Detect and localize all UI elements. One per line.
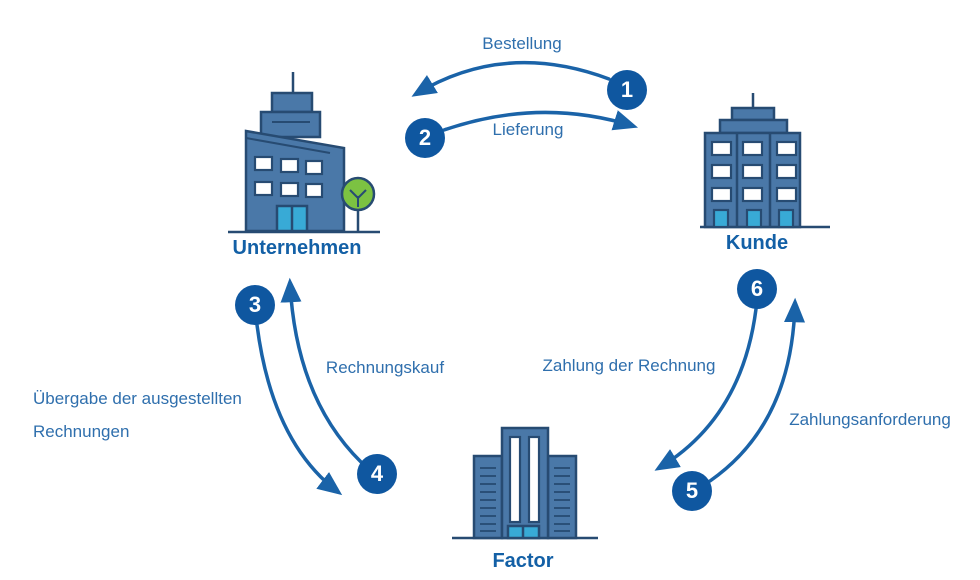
arrow-zahlung-kunde-to-factor xyxy=(654,307,758,471)
step-4-badge: 4 xyxy=(357,454,397,494)
label-rechnungskauf: Rechnungskauf xyxy=(325,358,445,377)
arrow-lieferung-unternehmen-to-kunde xyxy=(442,110,639,132)
factor-building-icon xyxy=(452,426,598,540)
arrow-zahlungsanforderung-factor-to-kunde xyxy=(708,297,806,483)
label-zahlungsanforderung: Zahlungsanforderung xyxy=(789,410,951,429)
arrow-bestellung-kunde-to-unternehmen xyxy=(411,60,611,97)
arrow-rechnungskauf-factor-to-unternehmen xyxy=(280,277,363,464)
label-bestellung: Bestellung xyxy=(482,34,562,53)
step-3-badge: 3 xyxy=(235,285,275,325)
step-6-badge: 6 xyxy=(737,269,777,309)
kunde-doors xyxy=(712,208,795,229)
step-2-badge: 2 xyxy=(405,118,445,158)
tree-icon xyxy=(340,176,376,231)
step-5-badge: 5 xyxy=(672,471,712,511)
label-lieferung: Lieferung xyxy=(492,120,564,139)
kunde-building-icon xyxy=(700,93,830,229)
kunde-label: Kunde xyxy=(725,232,789,254)
arrow-uebergabe-unternehmen-to-factor xyxy=(255,323,343,496)
kunde-windows xyxy=(710,140,798,203)
label-uebergabe-line1: Übergabe der ausgestellten xyxy=(33,389,242,408)
factor-label: Factor xyxy=(492,550,554,572)
step-1-badge: 1 xyxy=(607,70,647,110)
unternehmen-windows xyxy=(253,155,324,199)
label-uebergabe-line2: Rechnungen xyxy=(33,422,130,441)
label-zahlung-der-rechnung: Zahlung der Rechnung xyxy=(542,356,716,375)
label-uebergabe: Übergabe der ausgestellten Rechnungen xyxy=(33,382,293,448)
unternehmen-building-icon xyxy=(228,72,380,234)
unternehmen-label: Unternehmen xyxy=(232,237,362,259)
factor-wing-stripes xyxy=(480,467,570,532)
factor-windows xyxy=(508,435,541,524)
